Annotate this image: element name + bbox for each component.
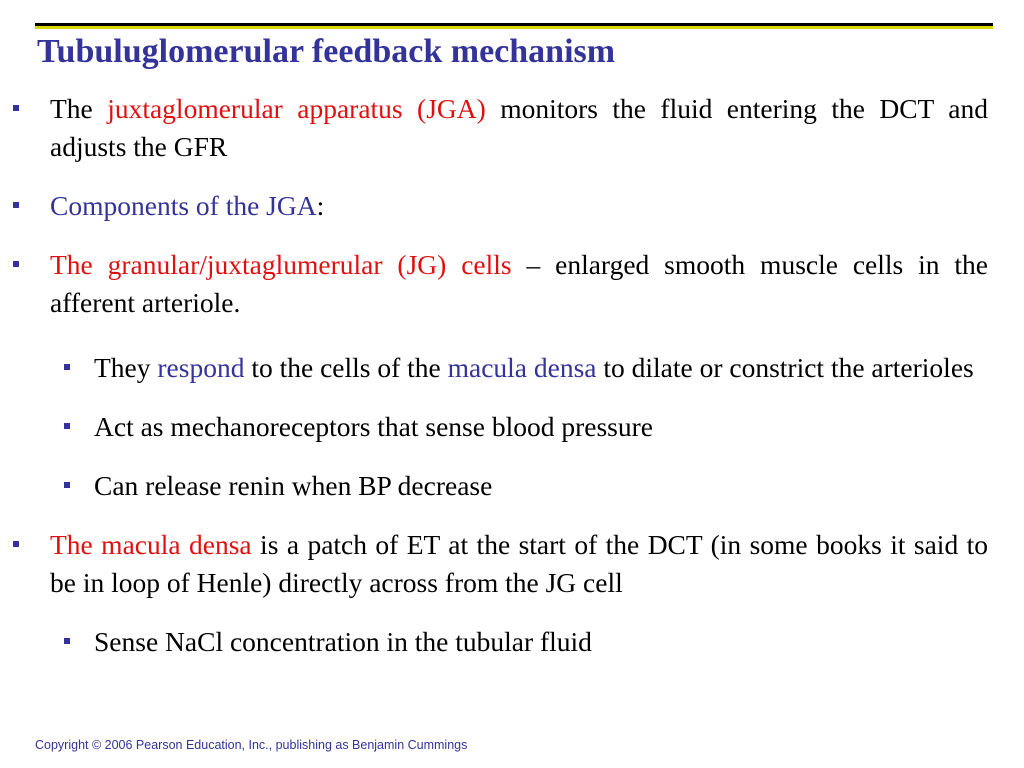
- highlight-text: respond: [157, 352, 245, 383]
- square-bullet-icon: [13, 261, 19, 267]
- bullet-text: is a patch of ET at the start of the DCT…: [50, 529, 989, 598]
- bullet-item-components: Components of the JGA:: [13, 187, 988, 225]
- square-bullet-icon: [13, 105, 19, 111]
- bullet-text: Act as mechanoreceptors that sense blood…: [94, 411, 653, 442]
- slide-title: Tubuluglomerular feedback mechanism: [37, 33, 616, 70]
- bullet-text: to the cells of the: [244, 352, 448, 383]
- bullet-text: They: [94, 352, 158, 383]
- bullet-list: The juxtaglomerular apparatus (JGA) moni…: [0, 90, 1024, 661]
- bullet-item-macula-densa: The macula densa is a patch of ET at the…: [13, 526, 989, 602]
- bullet-text: – enlarged smooth muscle cells in the af…: [50, 249, 988, 318]
- bullet-text: :: [316, 190, 325, 221]
- square-bullet-icon: [64, 423, 70, 429]
- sub-bullet-item-mechanoreceptors: Act as mechanoreceptors that sense blood…: [64, 408, 988, 446]
- bullet-text: Can release renin when BP decrease: [94, 470, 493, 501]
- bullet-text: Sense NaCl concentration in the tubular …: [94, 626, 592, 657]
- bullet-item-jg-cells: The granular/juxtaglumerular (JG) cells …: [13, 246, 988, 322]
- bullet-text: to dilate or constrict the arterioles: [596, 352, 974, 383]
- bullet-text: The: [50, 93, 108, 124]
- title-rule: [35, 23, 993, 29]
- highlight-text: macula densa: [447, 352, 597, 383]
- square-bullet-icon: [13, 202, 19, 208]
- highlight-text: Components of the JGA: [50, 190, 317, 221]
- highlight-text: juxtaglomerular apparatus (JGA): [107, 93, 486, 124]
- square-bullet-icon: [64, 482, 70, 488]
- highlight-text: The granular/juxtaglumerular (JG) cells: [50, 249, 512, 280]
- sub-bullet-item-nacl: Sense NaCl concentration in the tubular …: [64, 623, 988, 661]
- highlight-text: The macula densa: [50, 529, 252, 560]
- square-bullet-icon: [64, 364, 70, 370]
- square-bullet-icon: [13, 541, 19, 547]
- copyright-footer: Copyright © 2006 Pearson Education, Inc.…: [35, 738, 468, 752]
- sub-bullet-item-renin: Can release renin when BP decrease: [64, 467, 988, 505]
- bullet-item-jga: The juxtaglomerular apparatus (JGA) moni…: [13, 90, 988, 166]
- square-bullet-icon: [64, 638, 70, 644]
- sub-bullet-item-respond: They respond to the cells of the macula …: [64, 349, 988, 387]
- bullet-text: monitors the fluid entering the DCT and …: [50, 93, 988, 162]
